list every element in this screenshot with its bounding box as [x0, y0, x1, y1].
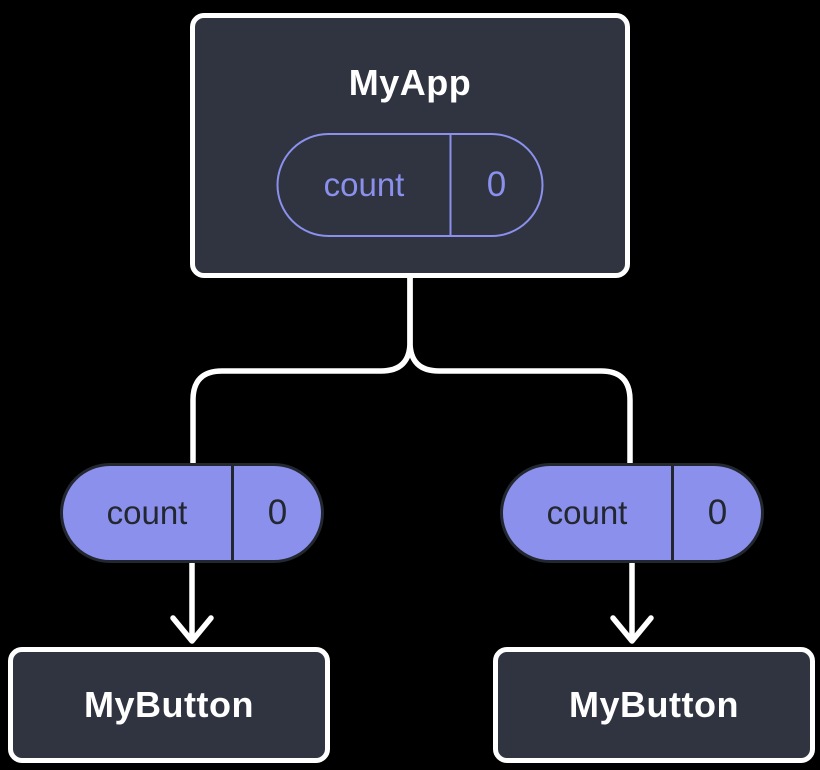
arrow-right-head-icon — [610, 615, 654, 644]
button-node-left: MyButton — [8, 647, 330, 763]
state-value-label: 0 — [449, 135, 542, 235]
prop-value-label: 0 — [671, 466, 761, 560]
prop-value-label: 0 — [231, 466, 321, 560]
prop-pill-right: count 0 — [500, 463, 764, 563]
button-node-title: MyButton — [84, 684, 254, 725]
button-node-right: MyButton — [493, 647, 815, 763]
tree-branch-left-line — [190, 277, 413, 464]
app-node-title: MyApp — [348, 62, 472, 103]
prop-name-label: count — [546, 494, 628, 531]
prop-pill-left: count 0 — [60, 463, 324, 563]
tree-branch-right-line — [407, 277, 633, 464]
arrow-left-head-icon — [170, 615, 214, 644]
app-node: MyApp count 0 — [190, 13, 630, 278]
state-name-label: count — [323, 166, 405, 203]
prop-name-label: count — [106, 494, 188, 531]
state-pill: count 0 — [276, 133, 544, 237]
button-node-title: MyButton — [569, 684, 739, 725]
